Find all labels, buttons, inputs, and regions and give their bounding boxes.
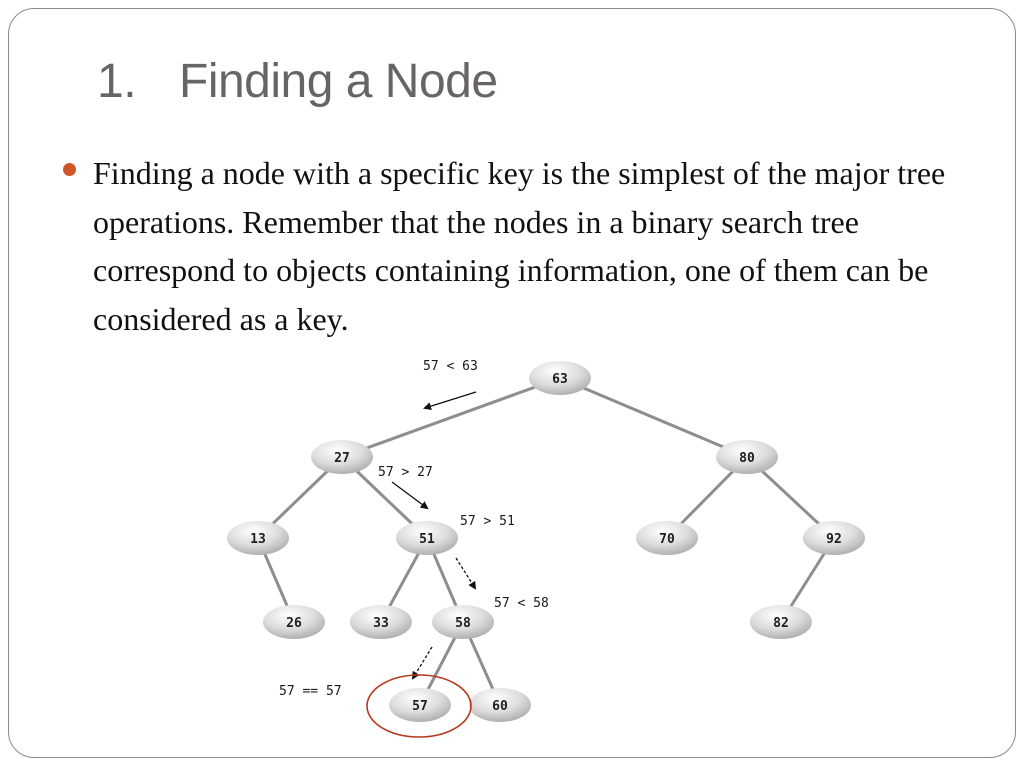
arrow-2 <box>391 481 429 510</box>
node-label: 33 <box>373 616 389 631</box>
node-label: 13 <box>250 532 266 547</box>
comparison-label: 57 < 63 <box>423 359 478 374</box>
node-label: 58 <box>455 616 471 631</box>
tree-node: 58 <box>432 605 494 639</box>
tree-node: 92 <box>803 521 865 555</box>
node-label: 63 <box>552 372 568 387</box>
node-label: 27 <box>334 451 350 466</box>
comparison-label: 57 < 58 <box>494 596 549 611</box>
arrow-3 <box>455 557 477 590</box>
node-label: 60 <box>492 699 508 714</box>
comparison-label: 57 == 57 <box>279 684 342 699</box>
search-path-arrows <box>391 391 477 680</box>
tree-node: 57 <box>389 688 451 722</box>
tree-node: 82 <box>750 605 812 639</box>
slide-frame <box>8 8 1016 758</box>
bullet-text: Finding a node with a specific key is th… <box>93 155 946 337</box>
title-number: 1. <box>97 55 137 108</box>
slide-title: 1. Finding a Node <box>97 54 498 109</box>
comparison-label: 57 > 51 <box>460 514 515 529</box>
arrow-4 <box>411 646 433 680</box>
node-label: 80 <box>739 451 755 466</box>
comparison-label: 57 > 27 <box>378 465 433 480</box>
bullet-icon <box>63 163 76 176</box>
tree-node: 27 <box>311 440 373 474</box>
tree-node: 60 <box>469 688 531 722</box>
tree-node: 13 <box>227 521 289 555</box>
comparison-labels: 57 < 63 57 > 27 57 > 51 57 < 58 57 == 57 <box>279 359 549 699</box>
edge-63-80 <box>558 376 749 459</box>
found-node-circle <box>366 674 472 738</box>
tree-node: 80 <box>716 440 778 474</box>
node-label: 82 <box>773 616 789 631</box>
arrow-1 <box>423 391 477 411</box>
node-label: 92 <box>826 532 842 547</box>
tree-nodes: 63 27 80 13 51 70 92 26 <box>227 361 865 722</box>
tree-node: 70 <box>636 521 698 555</box>
node-label: 51 <box>419 532 435 547</box>
tree-node: 51 <box>396 521 458 555</box>
node-label: 57 <box>412 699 428 714</box>
node-label: 26 <box>286 616 302 631</box>
tree-node: 33 <box>350 605 412 639</box>
title-text: Finding a Node <box>179 55 498 108</box>
tree-node: 26 <box>263 605 325 639</box>
node-label: 70 <box>659 532 675 547</box>
tree-node: 63 <box>529 361 591 395</box>
edge-63-27 <box>340 376 562 459</box>
tree-edges <box>256 376 836 707</box>
